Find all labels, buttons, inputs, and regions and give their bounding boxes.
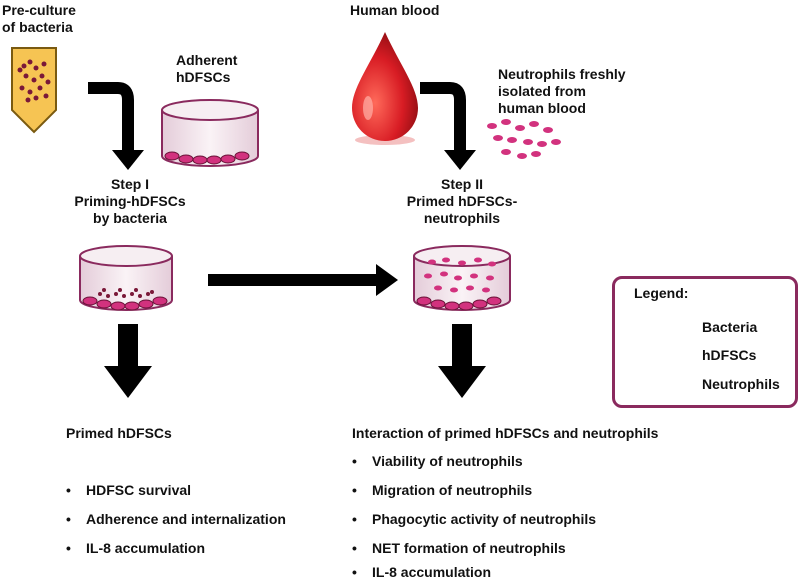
legend-title: Legend: (634, 285, 689, 301)
list-item: •IL-8 accumulation (352, 564, 492, 580)
list-item: •IL-8 accumulation (66, 540, 206, 556)
curved-arrow-step2 (420, 82, 476, 170)
bacteria-tube-icon (11, 47, 57, 134)
neutrophils-cluster-icon (487, 119, 561, 159)
list-item: •Migration of neutrophils (352, 482, 533, 498)
list-item: •HDFSC survival (66, 482, 192, 498)
horizontal-arrow (208, 264, 398, 296)
down-arrow-right (438, 324, 486, 398)
adherent-dish-icon (161, 99, 259, 167)
legend-item-neutrophils: Neutrophils (702, 376, 780, 392)
preculture-label: Pre-culture of bacteria (2, 2, 76, 35)
list-item: •Adherence and internalization (66, 511, 286, 527)
primed-neutrophil-dish-icon (413, 245, 511, 311)
curved-arrow-step1 (88, 82, 144, 170)
primed-hdfscs-heading: Primed hDFSCs (66, 425, 172, 441)
legend-item-hdfscs: hDFSCs (702, 347, 757, 363)
legend-item-bacteria: Bacteria (702, 319, 758, 335)
human-blood-label: Human blood (350, 2, 440, 18)
list-item: •NET formation of neutrophils (352, 540, 566, 556)
legend-box (612, 276, 798, 408)
down-arrow-left (104, 324, 152, 398)
step1-label: Step I Priming-hDFSCs by bacteria (74, 176, 186, 226)
neutrophils-isolated-label: Neutrophils freshly isolated from human … (498, 66, 626, 116)
list-item: •Viability of neutrophils (352, 453, 523, 469)
step2-label: Step II Primed hDFSCs- neutrophils (406, 176, 518, 226)
primed-dish-icon (79, 245, 173, 311)
adherent-label: Adherent hDFSCs (176, 52, 238, 85)
list-item: •Phagocytic activity of neutrophils (352, 511, 597, 527)
interaction-heading: Interaction of primed hDFSCs and neutrop… (352, 425, 659, 441)
blood-drop-icon (352, 32, 418, 145)
